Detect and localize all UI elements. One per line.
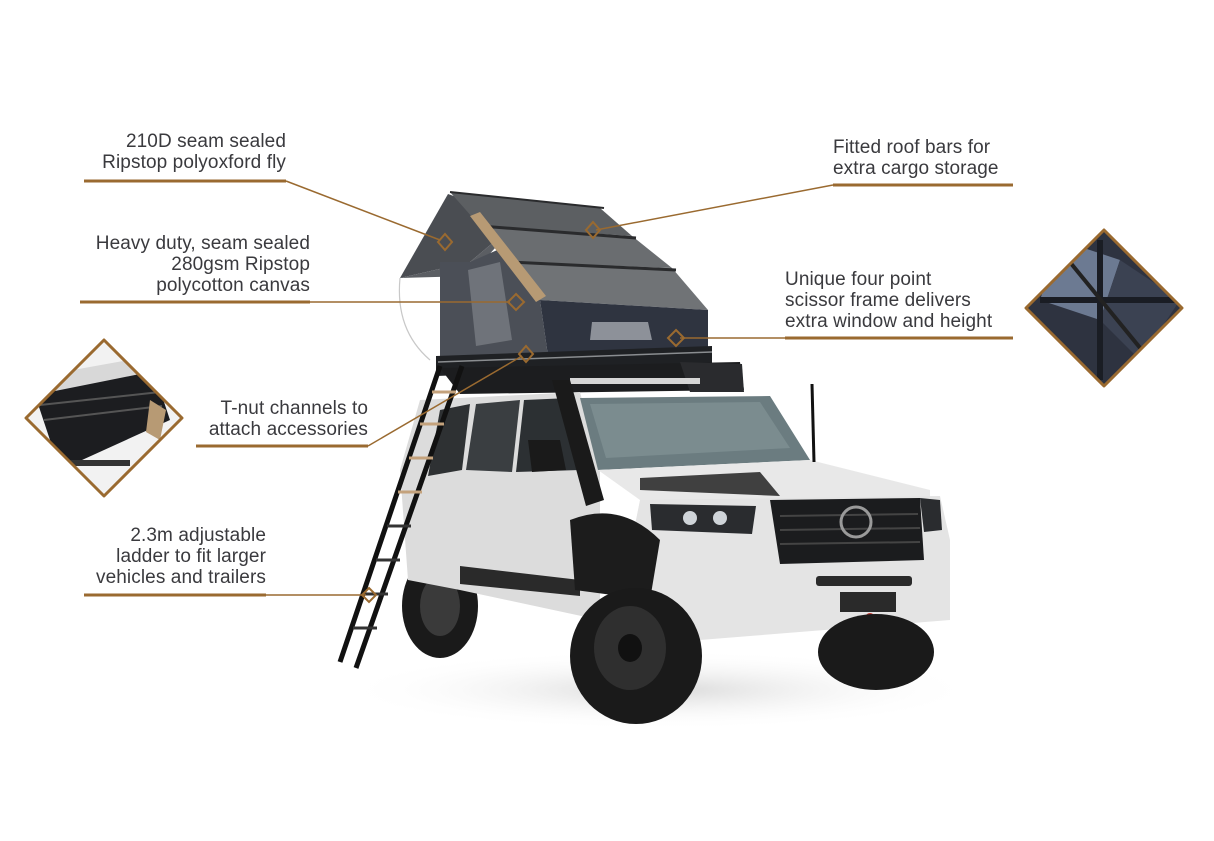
- callout-fly-line-1: 210D seam sealed: [125, 131, 286, 152]
- rooftop-tent: [398, 191, 713, 376]
- callout-canvas-line-3: polycotton canvas: [156, 275, 310, 296]
- callout-fly-line-2: Ripstop polyoxford fly: [102, 152, 286, 173]
- marker-roofbars: [584, 220, 602, 240]
- marker-canvas: [506, 292, 526, 312]
- inset-scissor-detail: [1026, 230, 1182, 386]
- callout-tnut-line-2: attach accessories: [208, 419, 368, 440]
- callout-tnut: T-nut channels to attach accessories: [180, 398, 368, 440]
- callout-scissor-line-2: scissor frame delivers: [785, 290, 971, 311]
- callout-ladder: 2.3m adjustable ladder to fit larger veh…: [60, 525, 266, 588]
- callout-roofbars-line-1: Fitted roof bars for: [833, 137, 991, 158]
- inset-scissor-frame: [1024, 228, 1184, 388]
- callout-roofbars-line-2: extra cargo storage: [833, 158, 999, 179]
- callout-ladder-line-1: 2.3m adjustable: [130, 525, 266, 546]
- callout-canvas-line-2: 280gsm Ripstop: [171, 254, 310, 275]
- callout-tnut-line-1: T-nut channels to: [220, 398, 368, 419]
- callout-scissor: Unique four point scissor frame delivers…: [785, 269, 992, 332]
- inset-tnut-frame: [24, 338, 184, 498]
- callout-scissor-line-3: extra window and height: [785, 311, 993, 332]
- callout-roofbars: Fitted roof bars for extra cargo storage: [833, 137, 999, 179]
- marker-tnut: [517, 344, 535, 364]
- callout-scissor-line-1: Unique four point: [785, 269, 932, 290]
- marker-scissor: [666, 328, 686, 348]
- inset-tnut-detail: [26, 340, 182, 496]
- callout-ladder-line-2: ladder to fit larger: [116, 546, 266, 567]
- marker-ladder: [360, 586, 378, 604]
- callout-canvas-line-1: Heavy duty, seam sealed: [95, 233, 310, 254]
- callout-fly: 210D seam sealed Ripstop polyoxford fly: [80, 131, 286, 173]
- suv-body: [400, 380, 950, 724]
- callout-markers: [360, 220, 686, 604]
- callout-canvas: Heavy duty, seam sealed 280gsm Ripstop p…: [60, 233, 310, 296]
- callout-ladder-line-3: vehicles and trailers: [95, 567, 266, 588]
- callout-leaders: [80, 179, 1013, 597]
- marker-fly: [436, 232, 454, 252]
